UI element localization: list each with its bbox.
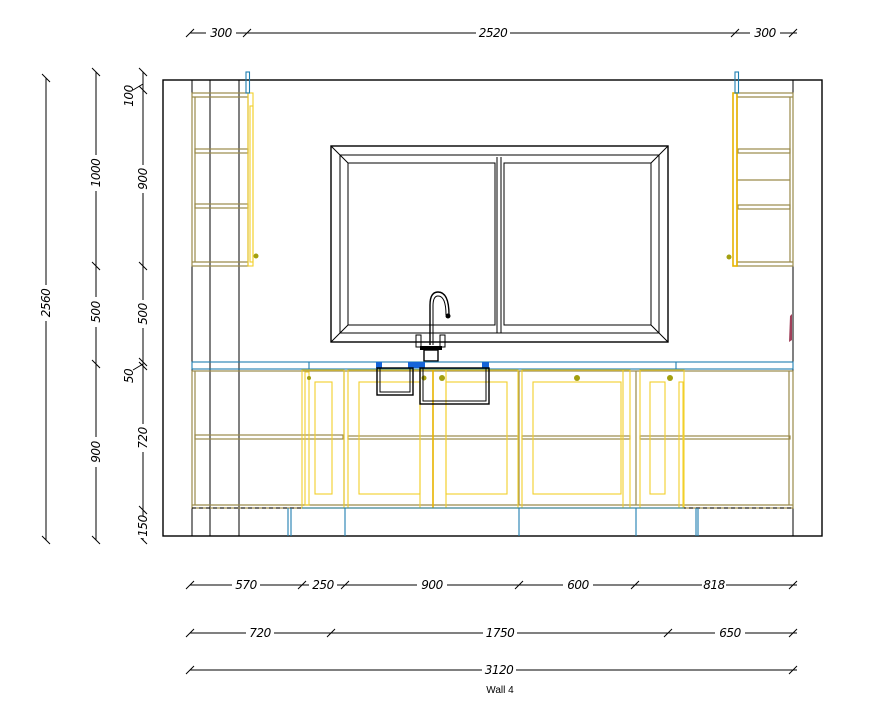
wall-outline <box>162 79 823 537</box>
dim-bottom-650: 650 <box>719 626 741 640</box>
worktop <box>191 361 794 370</box>
dim-left-100: 100 <box>122 84 136 106</box>
wall-cabinet-right <box>726 71 794 267</box>
bottom-dimension-row-2: 720 1750 650 <box>185 626 798 640</box>
dim-bottom-600: 600 <box>567 578 589 592</box>
faucet-icon <box>415 291 451 362</box>
base-cabinets <box>191 369 794 509</box>
dim-left-detail-500: 500 <box>136 302 150 324</box>
handle-icon <box>253 253 259 259</box>
handle-icon <box>439 375 445 381</box>
wall-cabinet-left <box>191 71 259 267</box>
bottom-dimension-row-1: 570 250 900 600 818 <box>185 578 798 592</box>
dim-bottom-900: 900 <box>421 578 443 592</box>
sink-bowls <box>376 367 490 405</box>
top-dimension: 300 2520 300 <box>185 26 798 40</box>
dim-bottom-3120: 3120 <box>485 663 514 677</box>
handle-icon <box>574 375 580 381</box>
dim-left-720: 720 <box>136 426 150 448</box>
dim-left-500: 500 <box>89 300 103 322</box>
dim-bottom-818: 818 <box>703 578 725 592</box>
dim-left-detail-900: 900 <box>136 167 150 189</box>
dim-top-center: 2520 <box>479 26 508 40</box>
handle-icon <box>726 254 732 260</box>
dim-left-900: 900 <box>89 440 103 462</box>
dim-left-50: 50 <box>122 368 136 383</box>
dim-left-150: 150 <box>136 514 150 536</box>
dim-top-right: 300 <box>754 26 776 40</box>
dim-left-1000: 1000 <box>89 158 103 187</box>
dim-bottom-720: 720 <box>249 626 271 640</box>
left-dimensions: 2560 1000 500 900 100 900 500 50 720 150 <box>39 67 150 545</box>
handle-icon <box>421 375 427 381</box>
dim-left-total: 2560 <box>39 288 53 317</box>
dim-bottom-1750: 1750 <box>486 626 515 640</box>
plinth <box>192 507 793 536</box>
window <box>330 145 669 343</box>
dim-bottom-250: 250 <box>312 578 334 592</box>
bottom-dimension-total: 3120 <box>185 663 798 677</box>
dim-top-left: 300 <box>210 26 232 40</box>
handle-icon <box>307 376 311 380</box>
drawing-title: Wall 4 <box>486 685 514 696</box>
handle-icon <box>667 375 673 381</box>
dim-bottom-570: 570 <box>235 578 257 592</box>
accessory-icon <box>789 314 792 342</box>
